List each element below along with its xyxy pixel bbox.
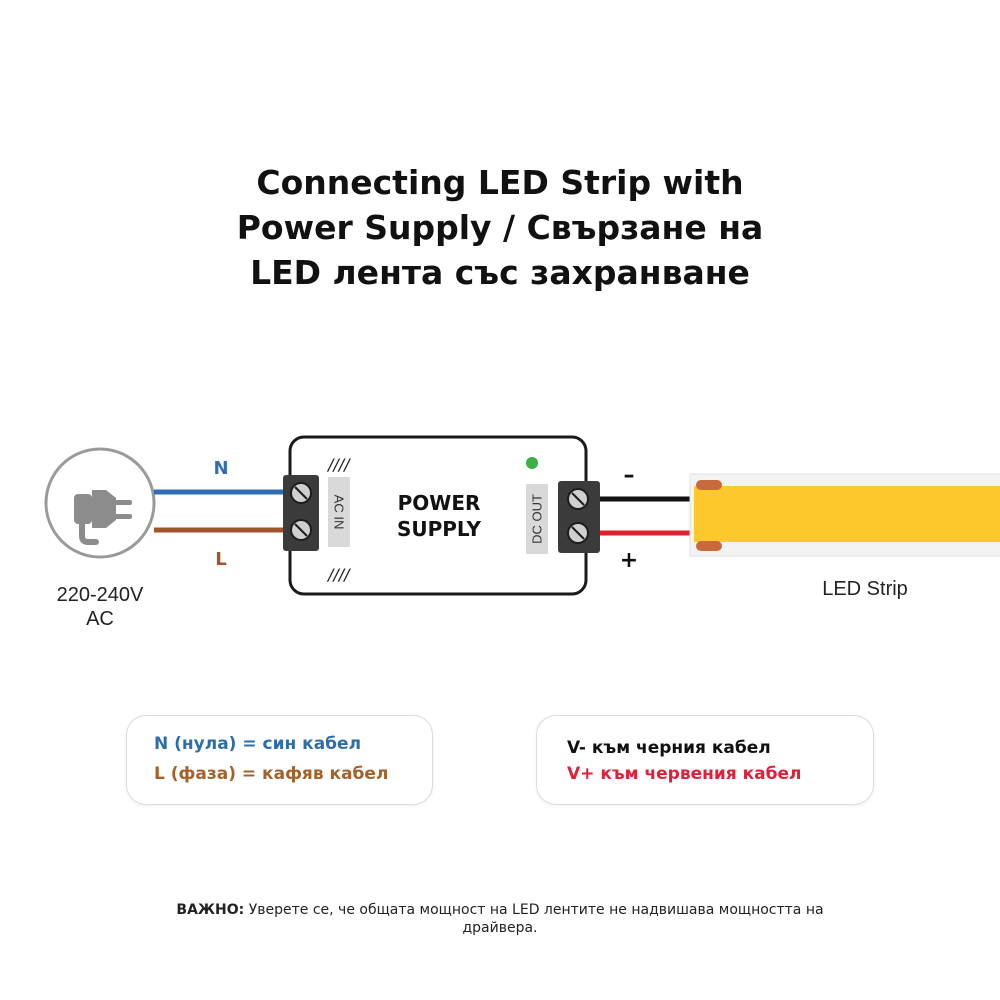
legend-phase: L (фаза) = кафяв кабел [154,764,389,784]
negative-wire-label: – [624,463,635,488]
power-supply-title-line1: POWER [398,491,481,515]
legend-neutral: N (нула) = син кабел [154,734,362,754]
ac-in-label: AC IN [332,495,347,530]
important-note-text: Уверете се, че общата мощност на LED лен… [244,902,824,936]
vent-marks-top: //// [326,455,351,474]
led-strip-label: LED Strip [822,578,908,600]
page-title: Connecting LED Strip with Power Supply /… [0,160,1000,295]
title-line-3: LED лента със захранване [250,253,750,292]
strip-solder-pad-top [696,480,722,490]
strip-solder-pad-bottom [696,541,722,551]
voltage-label-line1: 220-240V [56,584,144,606]
voltage-label-line2: AC [86,608,114,630]
dc-wire-legend: V- към черния кабел V+ към червения кабе… [536,715,874,805]
title-line-1: Connecting LED Strip with [256,163,744,202]
phase-wire-label: L [215,549,226,570]
status-led-indicator [526,457,538,469]
legend-negative: V- към черния кабел [567,738,771,758]
dc-out-label: DC OUT [530,494,545,544]
positive-wire-label: + [620,548,638,573]
led-strip [689,473,1000,557]
important-note-label: ВАЖНО: [176,902,245,918]
voltage-label: 220-240V AC [40,583,160,631]
plug-icon [44,447,156,559]
ac-wire-legend: N (нула) = син кабел L (фаза) = кафяв ка… [126,715,433,805]
neutral-wire-label: N [213,458,228,479]
vent-marks-bottom: //// [326,565,351,584]
power-supply-title-line2: SUPPLY [397,517,482,541]
power-supply-box [283,435,600,596]
title-line-2: Power Supply / Свързане на [236,208,764,247]
important-note: ВАЖНО: Уверете се, че общата мощност на … [150,901,850,937]
legend-positive: V+ към червения кабел [567,764,802,784]
